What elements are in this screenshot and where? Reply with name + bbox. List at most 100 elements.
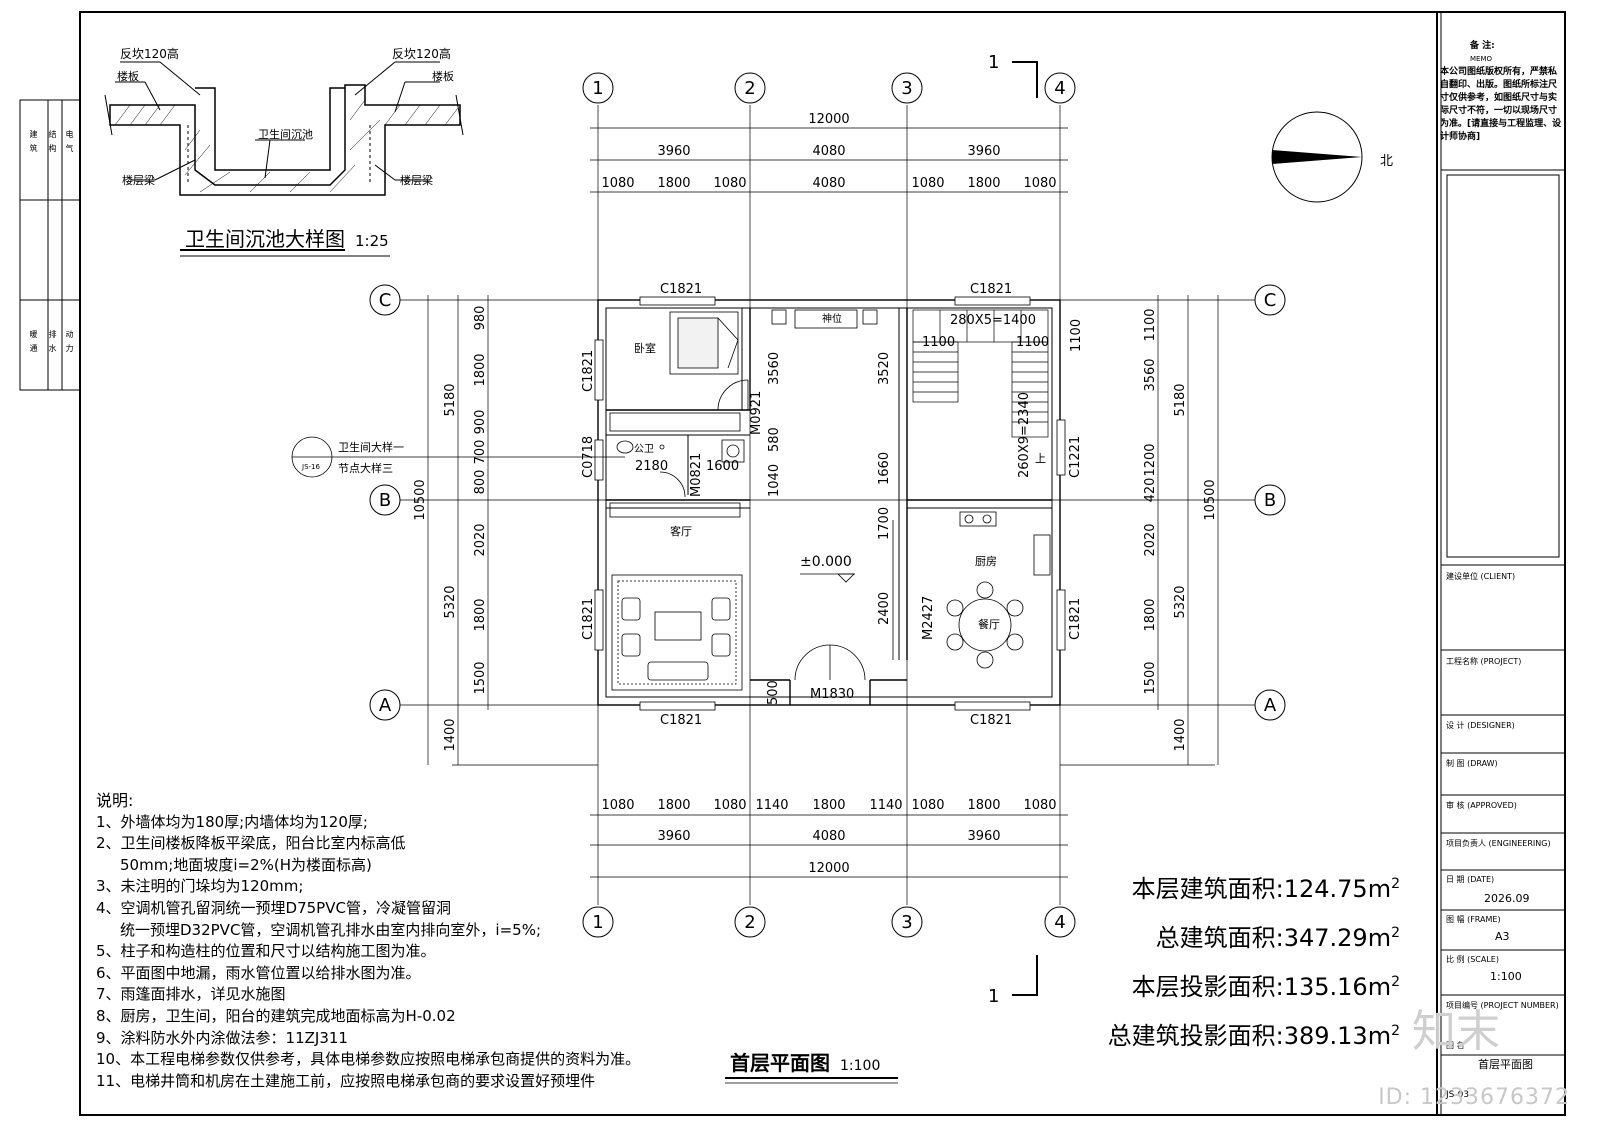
detail-label-slab-left: 楼板 (117, 69, 139, 83)
room-toilet: 公卫 (634, 444, 654, 455)
tb-draw-label: 制 图 (DRAW) (1446, 759, 1498, 768)
dim-bot-fine-4: 1140 (755, 798, 788, 813)
dim-bot-fine-7: 1080 (911, 798, 944, 813)
dim-bot-fine-6: 1140 (869, 798, 902, 813)
memo-sub: MEMO (1470, 55, 1493, 63)
dim-bot-fine-1: 1080 (601, 798, 634, 813)
stair-icon (912, 309, 1049, 438)
callout-line-1: 卫生间大样一 (338, 440, 404, 454)
dim-top-mid-1: 3960 (657, 144, 690, 159)
sofa-set-icon (611, 574, 743, 691)
window-c1821-top-left: C1821 (660, 282, 702, 297)
axis-label-b-right: B (1264, 490, 1276, 511)
dim-top-total: 12000 (808, 112, 849, 127)
image-id-watermark: ID: 1233676372 (1378, 1085, 1570, 1110)
note-item: 统一预埋D32PVC管，空调机管孔排水由室内排向室外，i=5%; (120, 920, 542, 939)
note-item: 8、厨房，卫生间，阳台的建筑完成地面标高为H-0.02 (96, 1006, 456, 1025)
side-discipline-5: 排水 (48, 330, 57, 358)
dim-3520: 3520 (877, 352, 892, 385)
note-item: 11、电梯井筒和机房在土建施工前，应按照电梯承包商的要求设置好预埋件 (96, 1071, 596, 1090)
callout-tag: JS-16 (301, 463, 320, 471)
detail-label-top-right: 反坎120高 (392, 46, 451, 61)
dim-left-fine-7: 1800 (473, 598, 488, 631)
memo-box: 备 注: MEMO 本公司图纸版权所有，严禁私自翻印、出版。图纸所标注尺寸仅供参… (1440, 40, 1564, 144)
dim-top-mid-3: 3960 (967, 144, 1000, 159)
doors (659, 379, 894, 681)
axis-label-2-top: 2 (744, 78, 755, 99)
room-bedroom: 卧室 (634, 341, 656, 355)
area-row: 本层投影面积:135.16m2 (1131, 973, 1400, 1001)
memo-text: 本公司图纸版权所有，严禁私自翻印、出版。图纸所标注尺寸仅供参考，如图纸尺寸与实际… (1440, 67, 1562, 142)
dim-bot-mid-2: 4080 (812, 829, 845, 844)
dim-right-fine-3: 1200 (1143, 443, 1158, 476)
detail-label-beam-right: 楼层梁 (400, 173, 433, 187)
dim-right-fine-5: 2020 (1143, 523, 1158, 556)
dim-right-fine-6: 1800 (1143, 598, 1158, 631)
axis-label-1-top: 1 (592, 78, 603, 99)
side-discipline-1: 建筑 (29, 130, 38, 158)
north-label: 北 (1380, 154, 1393, 169)
room-shrine: 神位 (822, 312, 842, 325)
note-item: 5、柱子和构造柱的位置和尺寸以结构施工图为准。 (96, 942, 436, 961)
tv-console-icon (609, 502, 741, 518)
memo-title: 备 注: (1470, 41, 1495, 51)
dim-top-fine-3: 1080 (713, 176, 746, 191)
dim-stair-top: 280X5=1400 (950, 313, 1036, 328)
outer-border (79, 11, 1566, 1116)
wardrobe-icon (609, 412, 741, 432)
window-c1821-left-1: C1821 (581, 350, 596, 392)
axis-label-4-bottom: 4 (1054, 912, 1065, 933)
dim-1040: 1040 (767, 464, 782, 497)
dim-top-mid-2: 4080 (812, 144, 845, 159)
window-c1821-bottom-left: C1821 (660, 713, 702, 728)
window-c1821-bottom-right: C1821 (970, 713, 1012, 728)
axis-label-a-right: A (1264, 695, 1277, 716)
dim-bot-fine-9: 1080 (1023, 798, 1056, 813)
grid-lines (398, 105, 1255, 905)
axis-label-c-left: C (379, 290, 392, 311)
axis-label-3-top: 3 (901, 78, 912, 99)
dim-top-fine-7: 1080 (1023, 176, 1056, 191)
callout-line-2: 节点大样三 (338, 461, 393, 475)
note-item: 4、空调机管孔留洞统一预埋D75PVC管，冷凝管留洞 (96, 898, 451, 917)
tb-frame-label: 图 幅 (FRAME) (1446, 915, 1501, 924)
tb-date-label: 日 期 (DATE) (1446, 875, 1495, 884)
dim-right-fine-1: 1100 (1143, 308, 1158, 341)
design-notes: 说明: 1、外墙体均为180厚;内墙体均为120厚; 2、卫生间楼板降板平梁底，… (96, 790, 776, 1092)
dim-top-fine-1: 1080 (601, 176, 634, 191)
dim-left-fine-8: 1500 (473, 661, 488, 694)
dim-1100-b: 1100 (1016, 335, 1049, 350)
note-item: 50mm;地面坡度i=2%(H为楼面标高) (120, 855, 372, 874)
dim-left-fine-1: 980 (473, 306, 488, 331)
tb-engineering-label: 项目负责人 (ENGINEERING) (1446, 839, 1551, 848)
area-row: 本层建筑面积:124.75m2 (1131, 875, 1400, 903)
note-item: 7、雨篷面排水，详见水施图 (96, 985, 286, 1004)
note-item: 10、本工程电梯参数仅供参考，具体电梯参数应按照电梯承包商提供的资料为准。 (96, 1050, 641, 1069)
side-discipline-3: 电气 (65, 130, 74, 158)
floor-plan-walls (597, 299, 1061, 706)
window-c0718: C0718 (581, 436, 596, 478)
dim-top-fine-2: 1800 (657, 176, 690, 191)
tb-scale-label: 比 例 (SCALE) (1446, 955, 1499, 964)
axis-label-a-left: A (379, 695, 392, 716)
detail-callout (291, 436, 625, 478)
tb-date-value: 2026.09 (1484, 892, 1530, 905)
dim-bot-mid-3: 3960 (967, 829, 1000, 844)
dim-2400: 2400 (877, 592, 892, 625)
dim-left-fine-3: 900 (473, 410, 488, 435)
stair-up-label: 上 (1035, 452, 1046, 465)
dim-bot-mid-1: 3960 (657, 829, 690, 844)
dim-bot-fine-2: 1800 (657, 798, 690, 813)
room-kitchen: 厨房 (975, 555, 997, 568)
dim-bot-fine-3: 1080 (713, 798, 746, 813)
windows (594, 296, 1066, 711)
axis-label-2-bottom: 2 (744, 912, 755, 933)
dim-right-fine-2: 3560 (1143, 358, 1158, 391)
kitchen-fixtures (959, 511, 1051, 576)
area-row: 总建筑面积:347.29m2 (1155, 924, 1400, 952)
dim-2180: 2180 (635, 459, 668, 474)
axis-label-1-bottom: 1 (592, 912, 603, 933)
area-summary: 本层建筑面积:124.75m2 总建筑面积:347.29m2 本层投影面积:13… (1080, 862, 1400, 1058)
tb-name-value: 首层平面图 (1478, 1058, 1533, 1071)
